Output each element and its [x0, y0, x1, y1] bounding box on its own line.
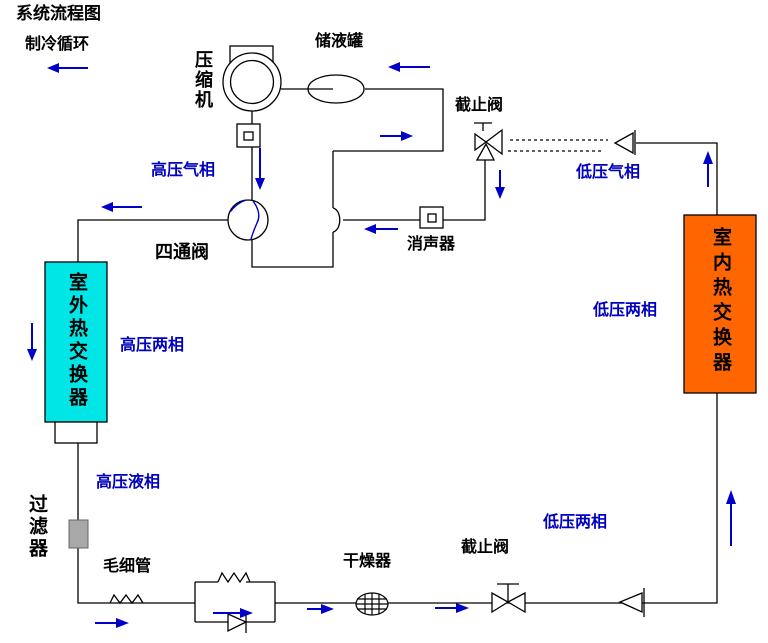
flow-arrow-discharge-down: [255, 148, 265, 190]
stop-valve-top-label: 截止阀: [455, 95, 504, 114]
lp-gas-phase-label: 低压气相: [576, 162, 641, 181]
filter-symbol: [68, 519, 89, 549]
check-valve-top-symbol: [613, 130, 636, 155]
hp-two-phase-label: 高压两相: [120, 335, 185, 354]
compressor-label: 压缩机: [192, 50, 213, 110]
flow-arrow-cycle-left: [47, 63, 88, 73]
lp-two-phase-right-label: 低压两相: [593, 300, 658, 319]
flow-arrow-muffler-left: [364, 224, 398, 234]
pipe-crossover-hop: [332, 207, 341, 233]
flow-arrow-suction-right: [380, 131, 413, 141]
stop-valve-bottom-symbol: [491, 583, 526, 614]
flow-arrow-stopvalve-down: [495, 170, 505, 199]
flow-arrow-bottomright-up: [726, 490, 736, 546]
flow-arrows: [27, 62, 736, 628]
flow-arrow-topright-up: [703, 151, 713, 187]
flow-arrow-bottomleft-right: [95, 618, 129, 628]
muffler-symbol: [419, 206, 444, 229]
hp-gas-phase-label: 高压气相: [151, 160, 216, 179]
check-valve-bottom-symbol: [618, 588, 645, 617]
dryer-symbol: [355, 592, 389, 616]
subtitle: 制冷循环: [25, 34, 90, 53]
bypass-branch-symbol: [217, 571, 251, 633]
outdoor-hx-connector-box: [54, 421, 98, 444]
page-title: 系统流程图: [16, 4, 101, 24]
filter-label: 过滤器: [26, 494, 48, 560]
dryer-label: 干燥器: [343, 551, 392, 570]
compressor-muffler-symbol: [236, 123, 261, 148]
indoor-heat-exchanger-box: [683, 214, 757, 394]
flow-arrow-accumulator-left: [388, 62, 430, 72]
stop-valve-bottom-label: 截止阀: [461, 537, 510, 556]
compressor-symbol: [222, 45, 282, 112]
flow-arrow-postdryer-right: [435, 603, 469, 613]
capillary-label: 毛细管: [103, 556, 152, 575]
flow-arrow-outdoor-down: [27, 323, 37, 361]
capillary-symbol: [109, 593, 144, 605]
lp-two-phase-bottom-label: 低压两相: [543, 512, 608, 531]
accumulator-label: 储液罐: [315, 31, 364, 50]
four-way-valve-symbol: [227, 199, 269, 241]
hp-liquid-phase-label: 高压液相: [96, 472, 161, 491]
dashed-pipes: [508, 139, 608, 152]
flow-arrow-to-outdoor-left: [101, 202, 142, 212]
muffler-label: 消声器: [407, 234, 456, 253]
four-way-valve-label: 四通阀: [155, 242, 209, 263]
flow-arrow-predryer-right: [307, 604, 334, 614]
stop-valve-top-symbol: [474, 122, 503, 161]
outdoor-heat-exchanger-box: [44, 261, 108, 423]
outdoor-heat-exchanger-label: 室外热交换器: [66, 272, 88, 410]
accumulator-symbol: [281, 74, 365, 104]
indoor-heat-exchanger-label: 室内热交换器: [710, 227, 732, 377]
flow-arrow-bypass-right: [213, 608, 253, 618]
pipe-network: [77, 88, 718, 623]
